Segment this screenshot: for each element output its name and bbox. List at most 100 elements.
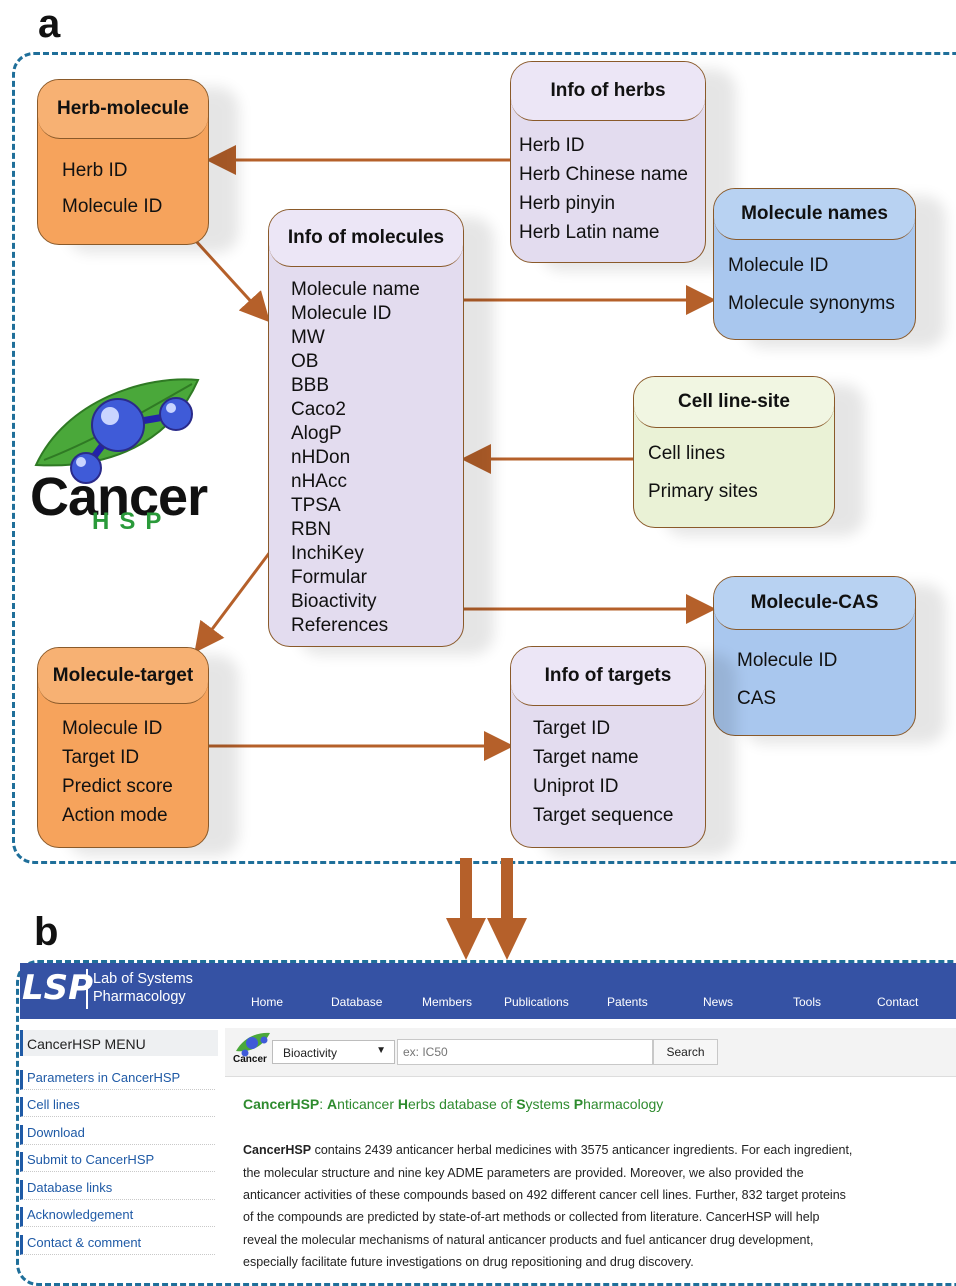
- intro-bold: CancerHSP: [243, 1143, 312, 1157]
- search-type-value: Bioactivity: [283, 1046, 338, 1060]
- info-targets-field: Target ID: [533, 718, 611, 739]
- search-type-select[interactable]: Bioactivity ▼: [272, 1040, 395, 1064]
- herb-molecule-table: Herb-molecule Herb ID Molecule ID: [37, 79, 209, 245]
- info-molecules-field: References: [291, 615, 389, 636]
- site-header: [20, 963, 956, 1019]
- nav-patents[interactable]: Patents: [607, 995, 648, 1009]
- info-molecules-field: TPSA: [291, 495, 341, 516]
- sidebar-item-acknowledgement[interactable]: Acknowledgement: [20, 1207, 215, 1227]
- chevron-down-icon: ▼: [376, 1045, 386, 1056]
- sidebar-item-cell-lines[interactable]: Cell lines: [20, 1097, 215, 1117]
- intro-line: reveal the molecular mechanisms of natur…: [243, 1233, 814, 1247]
- herb-molecule-title: Herb-molecule: [38, 80, 208, 139]
- heading-word: ystems: [525, 1096, 574, 1112]
- arrow-molecules-to-target: [194, 551, 272, 653]
- info-targets-table: Info of targets Target ID Target name Un…: [510, 646, 706, 848]
- intro-line: the molecular structure and nine key ADM…: [243, 1166, 804, 1180]
- panel-label-a: a: [38, 2, 61, 46]
- info-herbs-field: Herb ID: [519, 135, 585, 156]
- intro-line: of the compounds are predicted by state-…: [243, 1210, 820, 1224]
- molecule-cas-field: CAS: [737, 688, 777, 709]
- info-molecules-field: InchiKey: [291, 543, 364, 564]
- heading-letter: H: [397, 1096, 408, 1112]
- molecule-target-field: Molecule ID: [62, 718, 163, 739]
- molecule-target-title: Molecule-target: [38, 648, 208, 704]
- info-molecules-field: Molecule name: [291, 279, 420, 300]
- arrow-herbmol-to-molecules: [193, 238, 271, 323]
- lsp-logo[interactable]: LSP: [22, 968, 94, 1008]
- info-herbs-title: Info of herbs: [511, 62, 705, 121]
- sidebar-item-submit[interactable]: Submit to CancerHSP: [20, 1152, 215, 1172]
- info-herbs-field: Herb Latin name: [519, 222, 660, 243]
- info-molecules-table: Info of molecules Molecule name Molecule…: [268, 209, 464, 647]
- herb-molecule-field-molecule-id: Molecule ID: [62, 196, 163, 217]
- molecule-cas-title: Molecule-CAS: [714, 577, 915, 630]
- molecule-leaf-icon: [236, 1032, 270, 1057]
- info-molecules-field: Molecule ID: [291, 303, 392, 324]
- nav-members[interactable]: Members: [422, 995, 473, 1009]
- cell-line-site-field: Primary sites: [648, 481, 758, 502]
- sidebar-menu-title: CancerHSP MENU: [27, 1036, 146, 1052]
- heading-word: erbs database of: [408, 1096, 517, 1112]
- molecule-target-field: Target ID: [62, 747, 140, 768]
- info-targets-field: Target sequence: [533, 805, 674, 826]
- heading-sep: :: [319, 1096, 328, 1112]
- intro-line: anticancer activities of these compounds…: [243, 1188, 846, 1202]
- intro-line: CancerHSP contains 2439 anticancer herba…: [243, 1143, 852, 1157]
- sidebar-item-contact[interactable]: Contact & comment: [20, 1235, 215, 1255]
- heading-word: nticancer: [337, 1096, 398, 1112]
- molecule-names-table: Molecule names Molecule ID Molecule syno…: [713, 188, 916, 340]
- search-input[interactable]: [397, 1039, 653, 1065]
- heading-letter: S: [516, 1096, 526, 1112]
- logo-word: Cancer: [30, 467, 208, 527]
- info-molecules-field: OB: [291, 351, 319, 372]
- cell-line-site-table: Cell line-site Cell lines Primary sites: [633, 376, 835, 528]
- page-heading: CancerHSP: Anticancer Herbs database of …: [243, 1096, 663, 1112]
- schema-frame: [12, 52, 956, 864]
- molecule-names-field: Molecule ID: [728, 255, 829, 276]
- cancerhsp-small-logo: Cancer: [232, 1029, 272, 1071]
- nav-contact[interactable]: Contact: [877, 995, 919, 1009]
- info-molecules-field: Bioactivity: [291, 591, 377, 612]
- molecule-target-table: Molecule-target Molecule ID Target ID Pr…: [37, 647, 209, 848]
- info-molecules-field: AlogP: [291, 423, 342, 444]
- down-arrows: [446, 858, 527, 960]
- panel-label-b: b: [34, 910, 59, 954]
- molecule-cas-field: Molecule ID: [737, 650, 838, 671]
- schema-connectors: [193, 145, 716, 761]
- info-molecules-field: nHAcc: [291, 471, 347, 492]
- molecule-names-field: Molecule synonyms: [728, 293, 895, 314]
- sidebar-item-parameters[interactable]: Parameters in CancerHSP: [20, 1070, 215, 1090]
- intro-line: especially facilitate future investigati…: [243, 1255, 694, 1269]
- molecule-target-field: Action mode: [62, 805, 168, 826]
- heading-letter: P: [573, 1096, 584, 1112]
- info-targets-field: Target name: [533, 747, 639, 768]
- search-button[interactable]: Search: [653, 1039, 718, 1065]
- cancerhsp-logo: Cancer HSP: [26, 370, 246, 542]
- sidebar-menu-title-bar: [20, 1030, 218, 1056]
- info-herbs-field: Herb pinyin: [519, 193, 616, 214]
- info-herbs-field: Herb Chinese name: [519, 164, 688, 185]
- nav-tools[interactable]: Tools: [793, 995, 822, 1009]
- heading-name: CancerHSP: [243, 1096, 320, 1112]
- info-molecules-title: Info of molecules: [269, 210, 463, 267]
- heading-letter: A: [327, 1096, 338, 1112]
- nav-publications[interactable]: Publications: [504, 995, 569, 1009]
- info-molecules-field: MW: [291, 327, 325, 348]
- info-targets-field: Uniprot ID: [533, 776, 619, 797]
- molecule-cas-table: Molecule-CAS Molecule ID CAS: [713, 576, 916, 736]
- logo-text-line2: Pharmacology: [93, 989, 186, 1005]
- intro-text: contains 2439 anticancer herbal medicine…: [311, 1143, 853, 1157]
- nav-news[interactable]: News: [703, 995, 734, 1009]
- sidebar-item-database-links[interactable]: Database links: [20, 1180, 215, 1200]
- logo-divider: [86, 969, 88, 1009]
- nav-database[interactable]: Database: [331, 995, 383, 1009]
- heading-word: harmacology: [583, 1096, 664, 1112]
- info-molecules-field: BBB: [291, 375, 330, 396]
- sidebar-item-download[interactable]: Download: [20, 1125, 215, 1145]
- cell-line-site-field: Cell lines: [648, 443, 726, 464]
- nav-home[interactable]: Home: [251, 995, 284, 1009]
- herb-molecule-field-herb-id: Herb ID: [62, 160, 128, 181]
- molecule-leaf-icon: [34, 378, 200, 484]
- info-molecules-field: Formular: [291, 567, 368, 588]
